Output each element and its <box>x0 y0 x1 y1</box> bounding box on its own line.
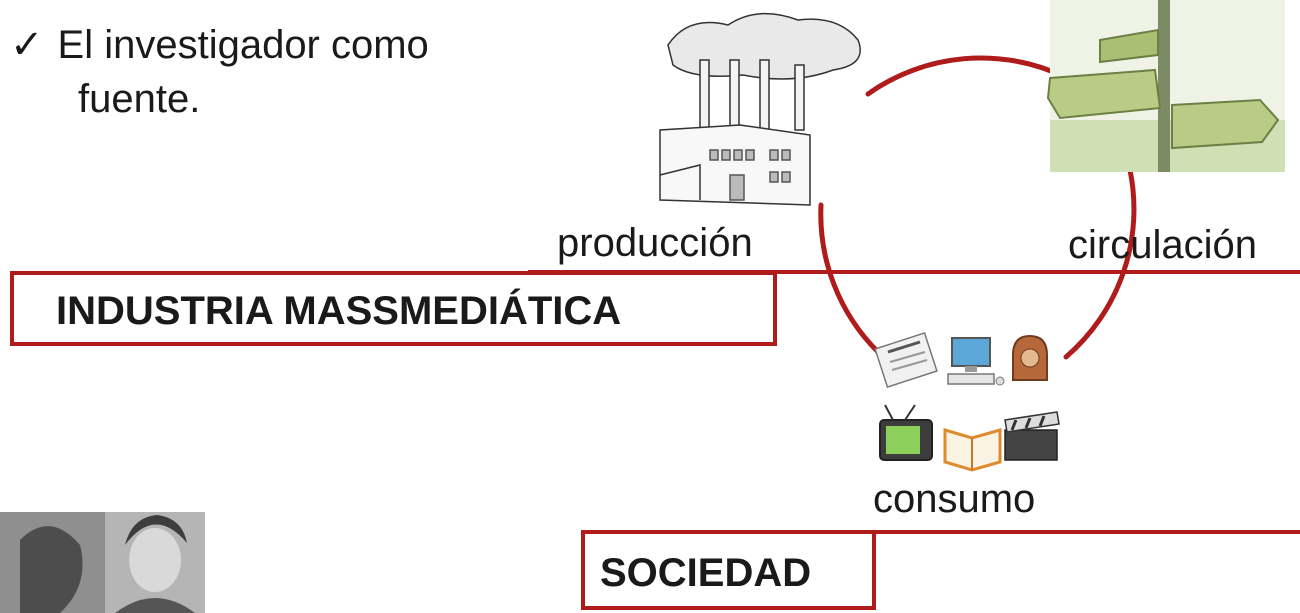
media-icons <box>874 331 1060 472</box>
checkmark-icon: ✓ <box>10 23 44 67</box>
society-box <box>581 530 876 610</box>
factory-icon <box>659 12 861 206</box>
newspaper-icon <box>874 331 938 389</box>
industry-title: INDUSTRIA MASSMEDIÁTICA <box>56 289 622 333</box>
label-production: producción <box>557 221 753 265</box>
society-title: SOCIEDAD <box>600 551 812 595</box>
industry-box <box>10 271 777 346</box>
computer-icon <box>947 337 1005 386</box>
tv-icon <box>879 404 933 461</box>
bullet-line-2: fuente. <box>78 77 201 121</box>
label-consumption: consumo <box>873 477 1036 521</box>
vintage-photo <box>0 512 205 613</box>
bullet-line-1: El investigador como <box>57 23 429 67</box>
clapperboard-icon <box>1004 411 1060 461</box>
signpost-icon <box>1046 0 1285 172</box>
label-circulation: circulación <box>1068 223 1257 267</box>
book-icon <box>943 427 1002 472</box>
radio-icon <box>1012 334 1048 381</box>
bullet-point: ✓ El investigador como fuente. <box>10 18 610 126</box>
